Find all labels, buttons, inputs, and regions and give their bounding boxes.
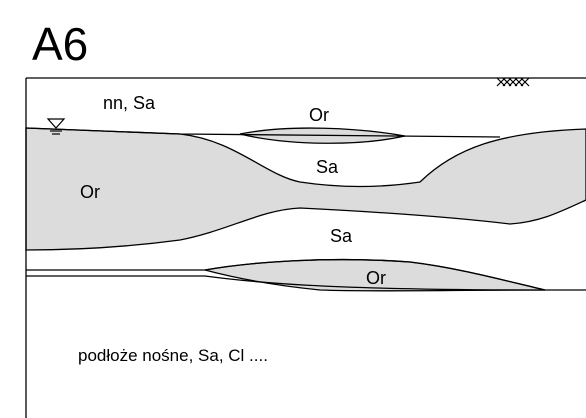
label-organic-lens-upper: Or [309, 105, 329, 125]
organic-layer-main [25, 127, 586, 251]
label-bedrock: podłoże nośne, Sa, Cl .... [78, 346, 268, 365]
label-topsoil: nn, Sa [103, 93, 156, 113]
diagram-title: A6 [32, 18, 88, 70]
layer-boundary-water-level [25, 127, 501, 138]
hatched-ground-symbol [496, 77, 530, 87]
label-sand-middle: Sa [330, 226, 353, 246]
layer-boundary-bedrock [26, 275, 546, 291]
label-organic-main: Or [80, 182, 100, 202]
label-sand-upper: Sa [316, 157, 339, 177]
layer-boundary-lower [26, 258, 586, 291]
label-organic-lens-lower: Or [366, 268, 386, 288]
water-table-symbol [46, 118, 66, 135]
